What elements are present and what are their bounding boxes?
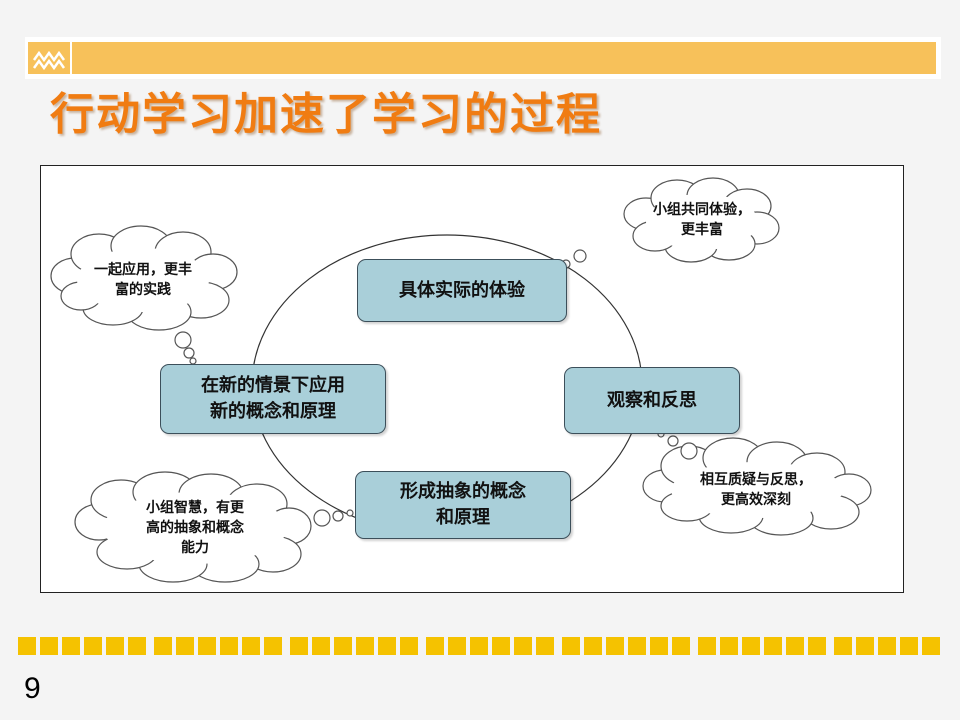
thought-cloud-top-right (551, 177, 780, 273)
bubble-text-bottom-left: 小组智慧，有更 高的抽象和概念 能力 (146, 500, 244, 556)
footer-square (18, 637, 36, 655)
footer-square (290, 637, 308, 655)
footer-square (900, 637, 918, 655)
footer-square (220, 637, 238, 655)
footer-square (154, 637, 172, 655)
footer-square (264, 637, 282, 655)
footer-square (808, 637, 826, 655)
bubble-text-top-right: 小组共同体验， 更丰富 (653, 202, 751, 238)
footer-square (40, 637, 58, 655)
footer-square (742, 637, 760, 655)
bubble-text-top-left: 一起应用，更丰 富的实践 (94, 262, 192, 298)
page-number: 9 (24, 672, 41, 705)
footer-square (514, 637, 532, 655)
footer-square (786, 637, 804, 655)
footer-square (128, 637, 146, 655)
bubble-text-bottom-right: 相互质疑与反思， 更高效深刻 (700, 472, 812, 508)
footer-square (312, 637, 330, 655)
logo (28, 42, 70, 74)
footer-square (536, 637, 554, 655)
footer-square (242, 637, 260, 655)
footer-square-pattern (18, 637, 940, 655)
footer-square (356, 637, 374, 655)
footer-square (650, 637, 668, 655)
node-reflective-observation: 观察和反思 (564, 367, 740, 434)
thought-cloud-bottom-left (74, 471, 354, 583)
footer-square (492, 637, 510, 655)
footer-square (584, 637, 602, 655)
node-active-experimentation: 在新的情景下应用 新的概念和原理 (160, 364, 386, 434)
footer-square (62, 637, 80, 655)
footer-square (834, 637, 852, 655)
mountain-logo-icon (32, 50, 66, 71)
footer-square (334, 637, 352, 655)
node-concrete-experience: 具体实际的体验 (357, 259, 567, 322)
footer-square (720, 637, 738, 655)
footer-square (606, 637, 624, 655)
footer-square (628, 637, 646, 655)
thought-cloud-top-left (50, 225, 238, 365)
slide-title: 行动学习加速了学习的过程 (50, 89, 602, 140)
footer-square (470, 637, 488, 655)
footer-square (922, 637, 940, 655)
header-accent-bar (72, 42, 936, 74)
node-abstract-conceptualization: 形成抽象的概念 和原理 (355, 471, 571, 539)
footer-square (672, 637, 690, 655)
footer-square (198, 637, 216, 655)
footer-square (106, 637, 124, 655)
footer-square (878, 637, 896, 655)
footer-square (426, 637, 444, 655)
diagram-canvas (50, 177, 872, 583)
footer-square (400, 637, 418, 655)
footer-square (562, 637, 580, 655)
footer-square (764, 637, 782, 655)
footer-square (378, 637, 396, 655)
footer-square (176, 637, 194, 655)
diagram-frame: 具体实际的体验 观察和反思 形成抽象的概念 和原理 在新的情景下应用 新的概念和… (40, 165, 904, 593)
footer-square (698, 637, 716, 655)
thought-cloud-bottom-right (642, 430, 872, 536)
footer-square (856, 637, 874, 655)
footer-square (448, 637, 466, 655)
footer-square (84, 637, 102, 655)
